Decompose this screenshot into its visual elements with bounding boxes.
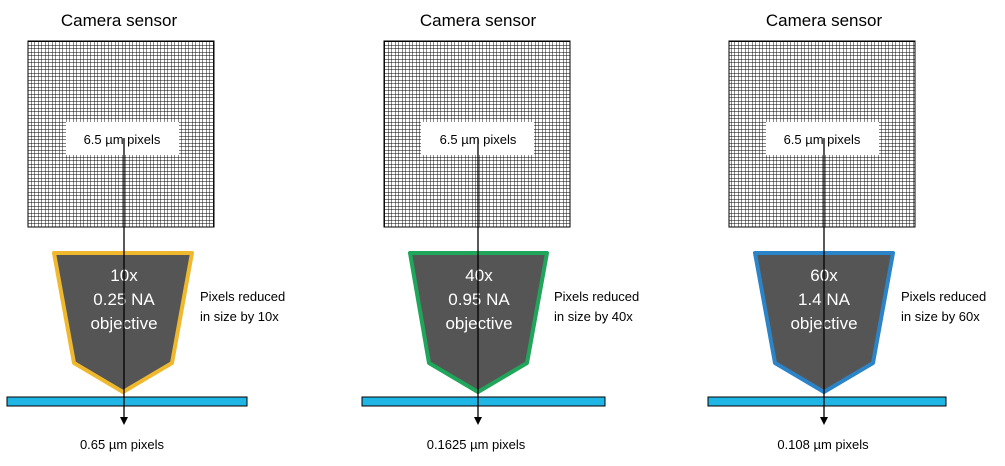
objective-lens	[52, 251, 194, 394]
output-pixel-label: 0.65 µm pixels	[80, 437, 165, 452]
panel-60x: Camera sensor 6.5 µm pixels 60x 1.4 NA o…	[707, 11, 986, 452]
sample-slide	[6, 396, 248, 407]
side-note-line1: Pixels reduced	[200, 289, 285, 304]
panel-40x: Camera sensor 6.5 µm pixels 40x 0.95 NA …	[361, 11, 639, 452]
side-note-line1: Pixels reduced	[554, 289, 639, 304]
sensor-pixel-label: 6.5 µm pixels	[784, 132, 861, 147]
panel-10x: Camera sensor 6.5 µm pixels 10x 0.25 NA …	[6, 11, 285, 452]
output-pixel-label: 0.1625 µm pixels	[427, 437, 526, 452]
sensor-title: Camera sensor	[61, 11, 178, 30]
output-pixel-label: 0.108 µm pixels	[777, 437, 869, 452]
objective-label: objective	[445, 314, 512, 333]
objective-na: 0.95 NA	[448, 290, 510, 309]
sensor-pixel-label: 6.5 µm pixels	[84, 132, 161, 147]
sensor-title: Camera sensor	[766, 11, 883, 30]
sensor-title: Camera sensor	[420, 11, 537, 30]
sensor-label-box	[66, 122, 179, 155]
side-note-line2: in size by 60x	[901, 309, 980, 324]
side-note-line2: in size by 10x	[200, 309, 279, 324]
side-note-line2: in size by 40x	[554, 309, 633, 324]
sample-slide	[361, 396, 606, 407]
objective-magnification: 40x	[465, 266, 493, 285]
sample-slide	[707, 396, 947, 407]
side-note-line1: Pixels reduced	[901, 289, 986, 304]
sensor-label-box	[766, 122, 879, 155]
